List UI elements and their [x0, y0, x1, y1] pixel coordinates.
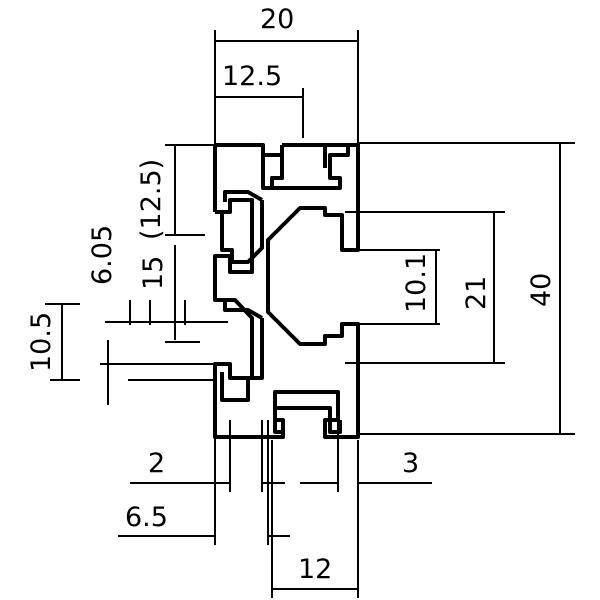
dimension-labels: 20 12.5 40 21 10.1 (12.5) 6.05 15 10.5 2…	[26, 4, 557, 585]
dim-left-lower: 10.5	[26, 312, 57, 372]
dim-bottom-right-wall: 3	[402, 448, 419, 479]
dim-height-slot: 10.1	[401, 253, 432, 313]
dim-bottom-width: 12	[298, 554, 332, 585]
profile-top-slot	[263, 145, 350, 190]
dim-width-total: 20	[260, 4, 294, 35]
dim-bottom-wall: 2	[148, 448, 165, 479]
dim-bottom-left: 6.5	[125, 502, 168, 533]
profile-inner-core	[220, 190, 264, 402]
profile-bottom-slot	[273, 390, 342, 434]
dim-left-upper-paren: (12.5)	[136, 159, 167, 240]
dim-height-total: 40	[526, 273, 557, 307]
dim-left-pitch: 15	[138, 256, 169, 290]
aluminum-profile	[213, 143, 360, 439]
dimension-lines	[45, 30, 575, 598]
profile-right-slot	[325, 213, 358, 326]
dim-height-inner: 21	[461, 276, 492, 310]
dim-left-slot-offset: 6.05	[87, 225, 118, 285]
dim-width-slot-center: 12.5	[222, 61, 282, 92]
